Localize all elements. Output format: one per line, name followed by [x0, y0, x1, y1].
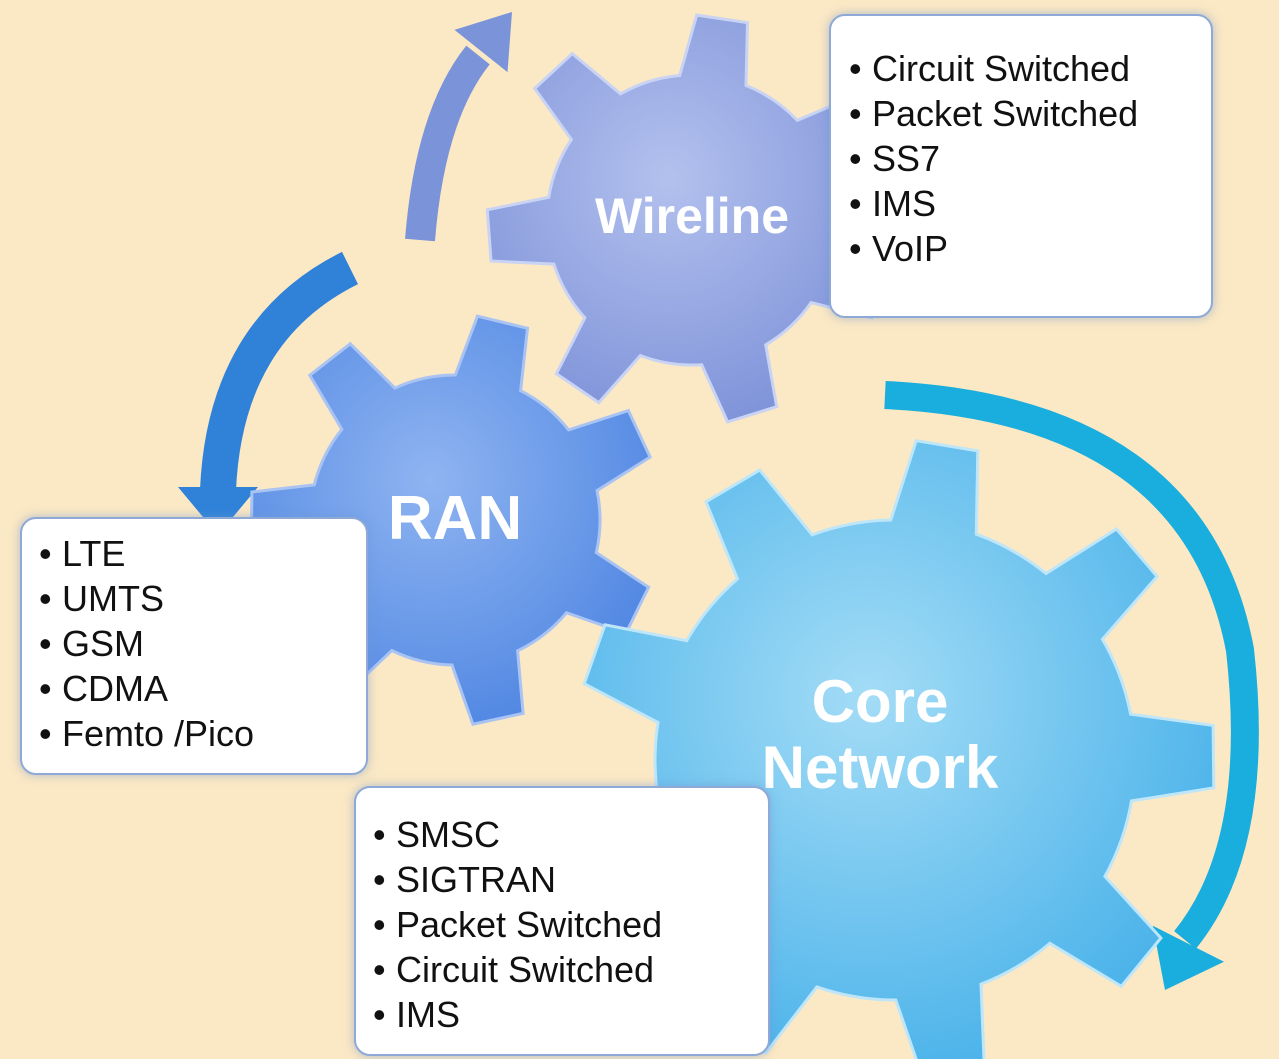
ran-label: RAN [388, 484, 522, 553]
list-item: CDMA [39, 666, 366, 711]
list-item: IMS [849, 181, 1211, 226]
list-item: UMTS [39, 576, 366, 621]
list-item: Circuit Switched [373, 947, 768, 992]
list-item: VoIP [849, 226, 1211, 271]
list-item: Packet Switched [373, 902, 768, 947]
list-item: Femto /Pico [39, 711, 366, 756]
wireline-technologies-list: Circuit Switched Packet Switched SS7 IMS… [849, 46, 1211, 271]
core-label-line2: Network [762, 734, 999, 801]
core-label-line1: Core [812, 668, 949, 735]
list-item: Circuit Switched [849, 46, 1211, 91]
list-item: Packet Switched [849, 91, 1211, 136]
core-network-technologies-box: SMSC SIGTRAN Packet Switched Circuit Swi… [354, 786, 770, 1056]
arrow-right [884, 381, 1259, 990]
list-item: SMSC [373, 812, 768, 857]
ran-technologies-box: LTE UMTS GSM CDMA Femto /Pico [20, 517, 368, 775]
list-item: SIGTRAN [373, 857, 768, 902]
list-item: IMS [373, 992, 768, 1037]
wireline-label: Wireline [595, 188, 789, 244]
arrow-top [405, 12, 512, 242]
list-item: LTE [39, 531, 366, 576]
arrow-left [178, 251, 359, 535]
wireline-technologies-box: Circuit Switched Packet Switched SS7 IMS… [829, 14, 1213, 318]
ran-technologies-list: LTE UMTS GSM CDMA Femto /Pico [39, 531, 366, 756]
core-network-technologies-list: SMSC SIGTRAN Packet Switched Circuit Swi… [373, 812, 768, 1037]
list-item: GSM [39, 621, 366, 666]
list-item: SS7 [849, 136, 1211, 181]
